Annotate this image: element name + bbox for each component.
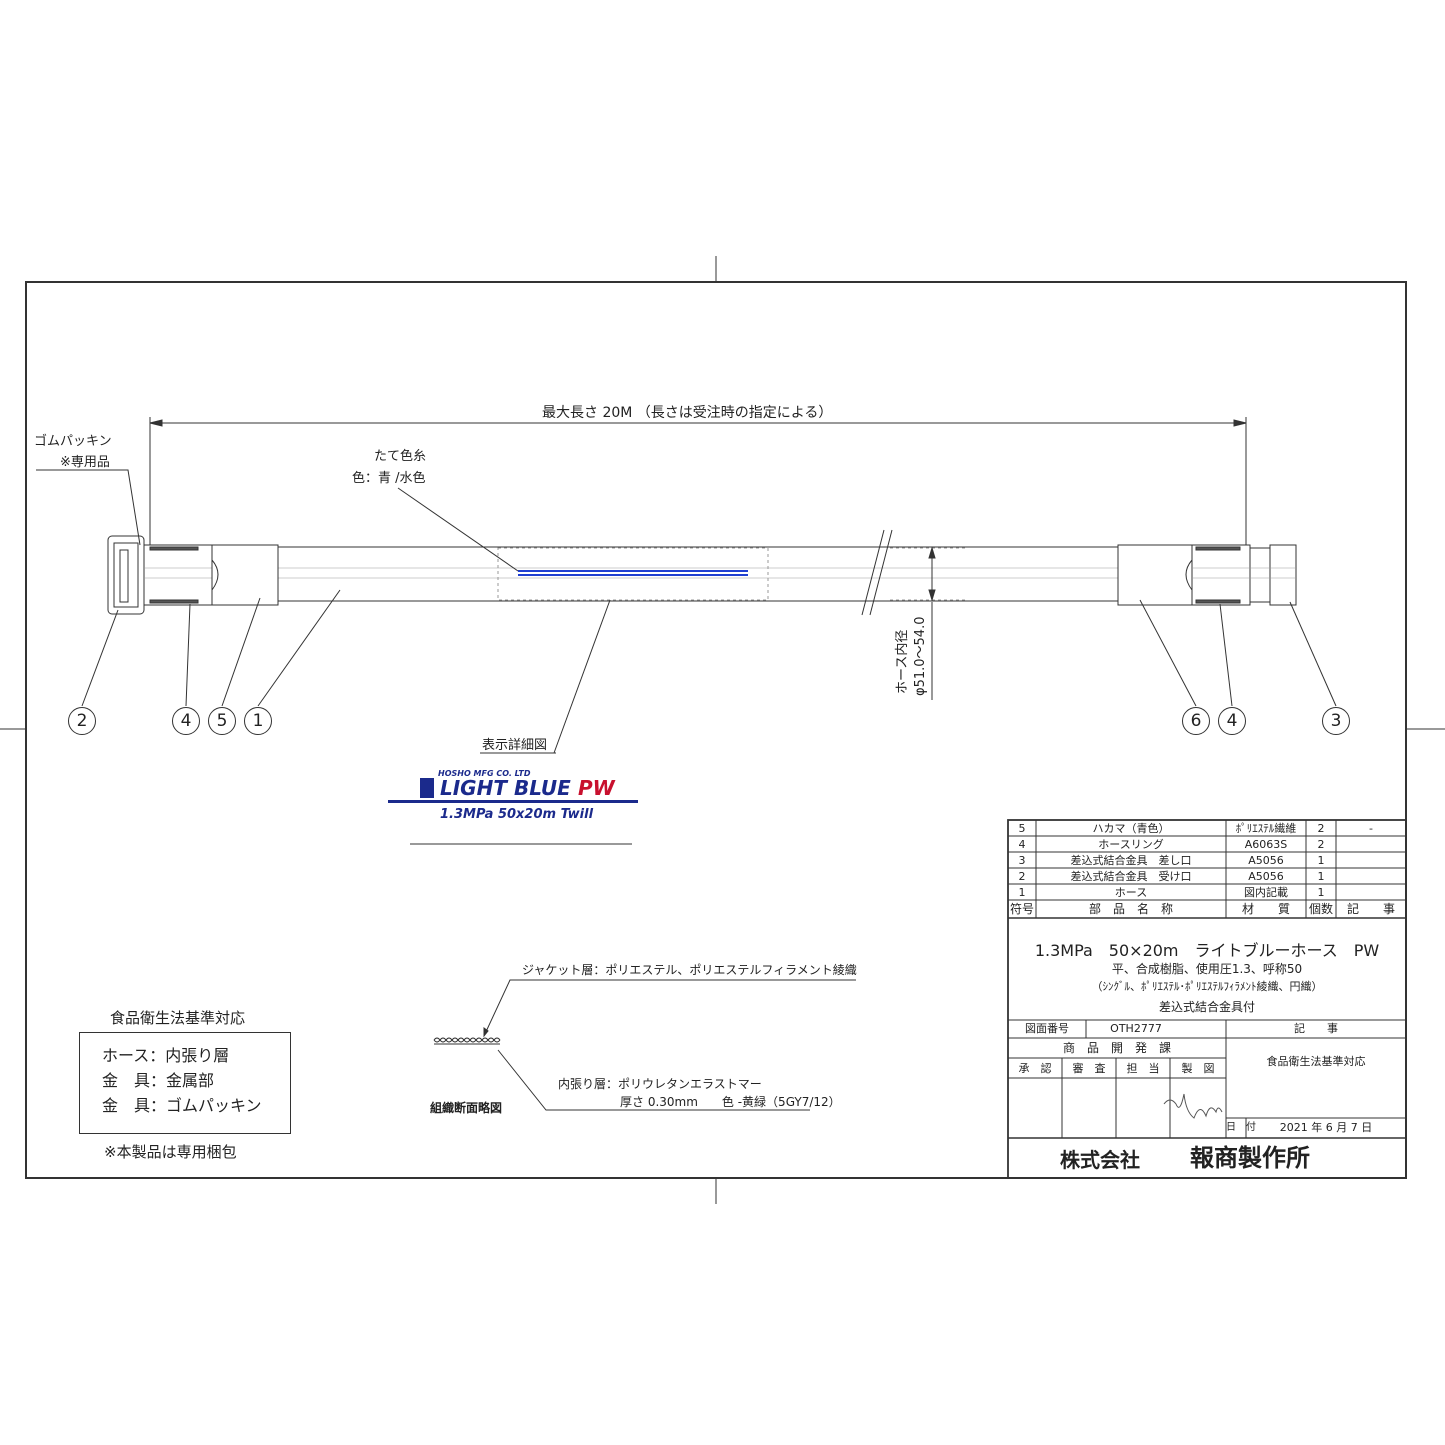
- header-remark: 記 事: [1346, 902, 1395, 916]
- balloon-part-4-left: 4: [172, 707, 200, 735]
- drawing-no-label: 図面番号: [1025, 1022, 1069, 1035]
- lining-detail-text: 厚さ 0.30mm 色 -黄緑（5GY7/12）: [620, 1095, 841, 1109]
- approval-approve: 承 認: [1018, 1062, 1052, 1075]
- header-name: 部 品 名 称: [1088, 902, 1173, 916]
- packing-note: ※本製品は専用梱包: [104, 1143, 237, 1161]
- header-no: 符号: [1009, 902, 1034, 916]
- remarks-label: 記 事: [1294, 1022, 1338, 1035]
- date-label: 日 付: [1226, 1122, 1256, 1133]
- part-no: 4: [1018, 838, 1026, 851]
- thread-color: 色：青 /水色: [352, 471, 426, 486]
- company-prefix: 株式会社: [1060, 1148, 1140, 1172]
- packing-special: ※専用品: [60, 455, 110, 470]
- approval-review: 審 査: [1072, 1062, 1106, 1075]
- part-name: ホース: [1114, 886, 1148, 899]
- approval-draft: 製 図: [1181, 1062, 1215, 1075]
- part-qty: 2: [1317, 822, 1325, 835]
- part-qty: 1: [1317, 886, 1325, 899]
- part-material: A6063S: [1244, 838, 1288, 851]
- logo-suffix: PW: [578, 776, 615, 800]
- part-no: 2: [1018, 870, 1026, 883]
- food-standard-title: 食品衛生法基準対応: [110, 1009, 246, 1027]
- drawing-no: OTH2777: [1110, 1022, 1162, 1035]
- date-value: 2021 年 6 月 7 日: [1279, 1121, 1373, 1134]
- remarks-text: 食品衛生法基準対応: [1266, 1055, 1366, 1068]
- balloon-part-1: 1: [244, 707, 272, 735]
- product-subtitle-3: 差込式結合金具付: [1158, 1000, 1255, 1014]
- left-coupling: [107, 535, 279, 615]
- balloon-part-2: 2: [68, 707, 96, 735]
- header-material: 材 質: [1241, 902, 1290, 916]
- inner-diameter-label: ホース内径: [895, 629, 910, 694]
- right-coupling: [1117, 544, 1297, 606]
- section-caption: 組織断面略図: [430, 1101, 503, 1115]
- product-title: 1.3MPa 50×20m ライトブルーホース PW: [1034, 941, 1380, 960]
- balloon-part-4-right: 4: [1218, 707, 1246, 735]
- display-detail-label: 表示詳細図: [482, 738, 548, 753]
- part-material: A5056: [1248, 870, 1284, 883]
- part-name: 差込式結合金具 差し口: [1070, 854, 1192, 867]
- product-logo: HOSHO MFG CO. LTD LIGHT BLUE PW 1.3MPa 5…: [388, 770, 638, 830]
- part-qty: 1: [1317, 854, 1325, 867]
- dept-label: 商 品 開 発 課: [1062, 1041, 1171, 1055]
- part-material: 図内記載: [1244, 886, 1288, 899]
- logo-swoosh: [388, 800, 638, 803]
- part-material: ﾎﾟﾘｴｽﾃﾙ繊維: [1235, 822, 1297, 835]
- part-no: 5: [1018, 822, 1026, 835]
- balloon-part-3: 3: [1322, 707, 1350, 735]
- lining-layer-text: 内張り層：ポリウレタンエラストマー: [558, 1077, 762, 1091]
- product-subtitle-1: 平、合成樹脂、使用圧1.3、呼称50: [1111, 962, 1303, 976]
- jacket-layer-text: ジャケット層：ポリエステル、ポリエステルフィラメント綾織: [522, 963, 857, 977]
- food-standard-box: [79, 1032, 291, 1134]
- food-line-3: 金 具：ゴムパッキン: [102, 1096, 262, 1115]
- part-name: 差込式結合金具 受け口: [1070, 870, 1192, 883]
- part-no: 1: [1018, 886, 1026, 899]
- approval-charge: 担 当: [1126, 1062, 1160, 1075]
- balloon-part-6: 6: [1182, 707, 1210, 735]
- balloon-part-5: 5: [208, 707, 236, 735]
- thread-label: たて色糸: [374, 449, 427, 464]
- part-qty: 2: [1317, 838, 1325, 851]
- food-line-1: ホース：内張り層: [102, 1046, 230, 1065]
- cross-section-sketch: [433, 979, 856, 1111]
- product-subtitle-2: （ｼﾝｸﾞﾙ、ﾎﾟﾘｴｽﾃﾙ･ﾎﾟﾘｴｽﾃﾙﾌｨﾗﾒﾝﾄ綾織、円織）: [1091, 980, 1323, 993]
- logo-maker: HOSHO MFG CO. LTD: [438, 769, 531, 778]
- part-qty: 1: [1317, 870, 1325, 883]
- company-name: 報商製作所: [1190, 1144, 1310, 1172]
- overall-length-text: 最大長さ 20M （長さは受注時の指定による）: [542, 405, 833, 421]
- part-no: 3: [1018, 854, 1026, 867]
- logo-h-mark: [420, 778, 434, 798]
- logo-spec: 1.3MPa 50x20m Twill: [440, 807, 594, 822]
- header-qty: 個数: [1308, 902, 1333, 916]
- food-line-2: 金 具：金属部: [102, 1071, 215, 1090]
- part-name: ハカマ（青色）: [1092, 822, 1170, 835]
- title-block-grid: [1007, 819, 1407, 1179]
- part-name: ホースリング: [1098, 838, 1164, 851]
- overall-length-dimension: [149, 417, 1247, 545]
- part-material: A5056: [1248, 854, 1284, 867]
- inner-diameter-value: φ51.0～54.0: [913, 616, 928, 696]
- leader-lines: [36, 469, 1337, 754]
- signature: [1163, 1093, 1223, 1119]
- part-remark: -: [1369, 822, 1373, 835]
- hose-body: [278, 529, 1118, 700]
- packing-label: ゴムパッキン: [34, 434, 112, 449]
- logo-name: LIGHT BLUE: [440, 776, 571, 800]
